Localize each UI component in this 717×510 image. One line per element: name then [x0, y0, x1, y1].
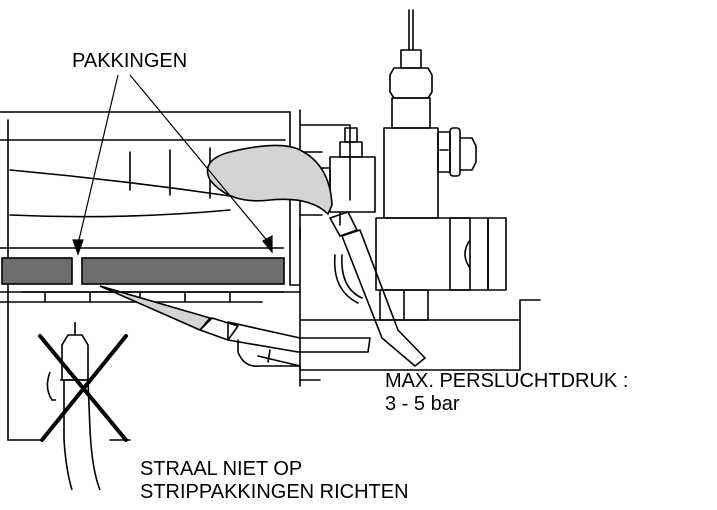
label-warning: STRAAL NIET OP STRIPPAKKINGEN RICHTEN	[140, 458, 409, 504]
arrowhead-left	[72, 239, 84, 256]
valve-block	[375, 217, 507, 321]
label-warning-line2: STRIPPAKKINGEN RICHTEN	[140, 481, 409, 503]
air-jets	[99, 144, 333, 331]
body-contours	[9, 147, 231, 303]
gasket-right	[81, 257, 285, 285]
nozzle-body	[383, 9, 477, 219]
wrong-position	[46, 322, 101, 491]
label-max-pressure-line2: 3 - 5 bar	[385, 393, 460, 415]
gasket-pointers	[72, 74, 273, 256]
label-warning-line1: STRAAL NIET OP	[140, 458, 303, 480]
upper-tube	[329, 211, 426, 367]
gasket-strip	[0, 247, 285, 293]
label-max-pressure: MAX. PERSLUCHTDRUK : 3 - 5 bar	[385, 370, 628, 416]
arrowhead-right	[262, 234, 273, 254]
upper-air-jet	[206, 144, 333, 216]
cross-mark-icon	[38, 334, 128, 442]
lower-tube	[199, 317, 371, 387]
gasket-left	[1, 257, 73, 285]
label-gaskets: PAKKINGEN	[72, 50, 188, 72]
label-max-pressure-line1: MAX. PERSLUCHTDRUK :	[385, 370, 629, 392]
lower-air-jet	[99, 285, 212, 331]
